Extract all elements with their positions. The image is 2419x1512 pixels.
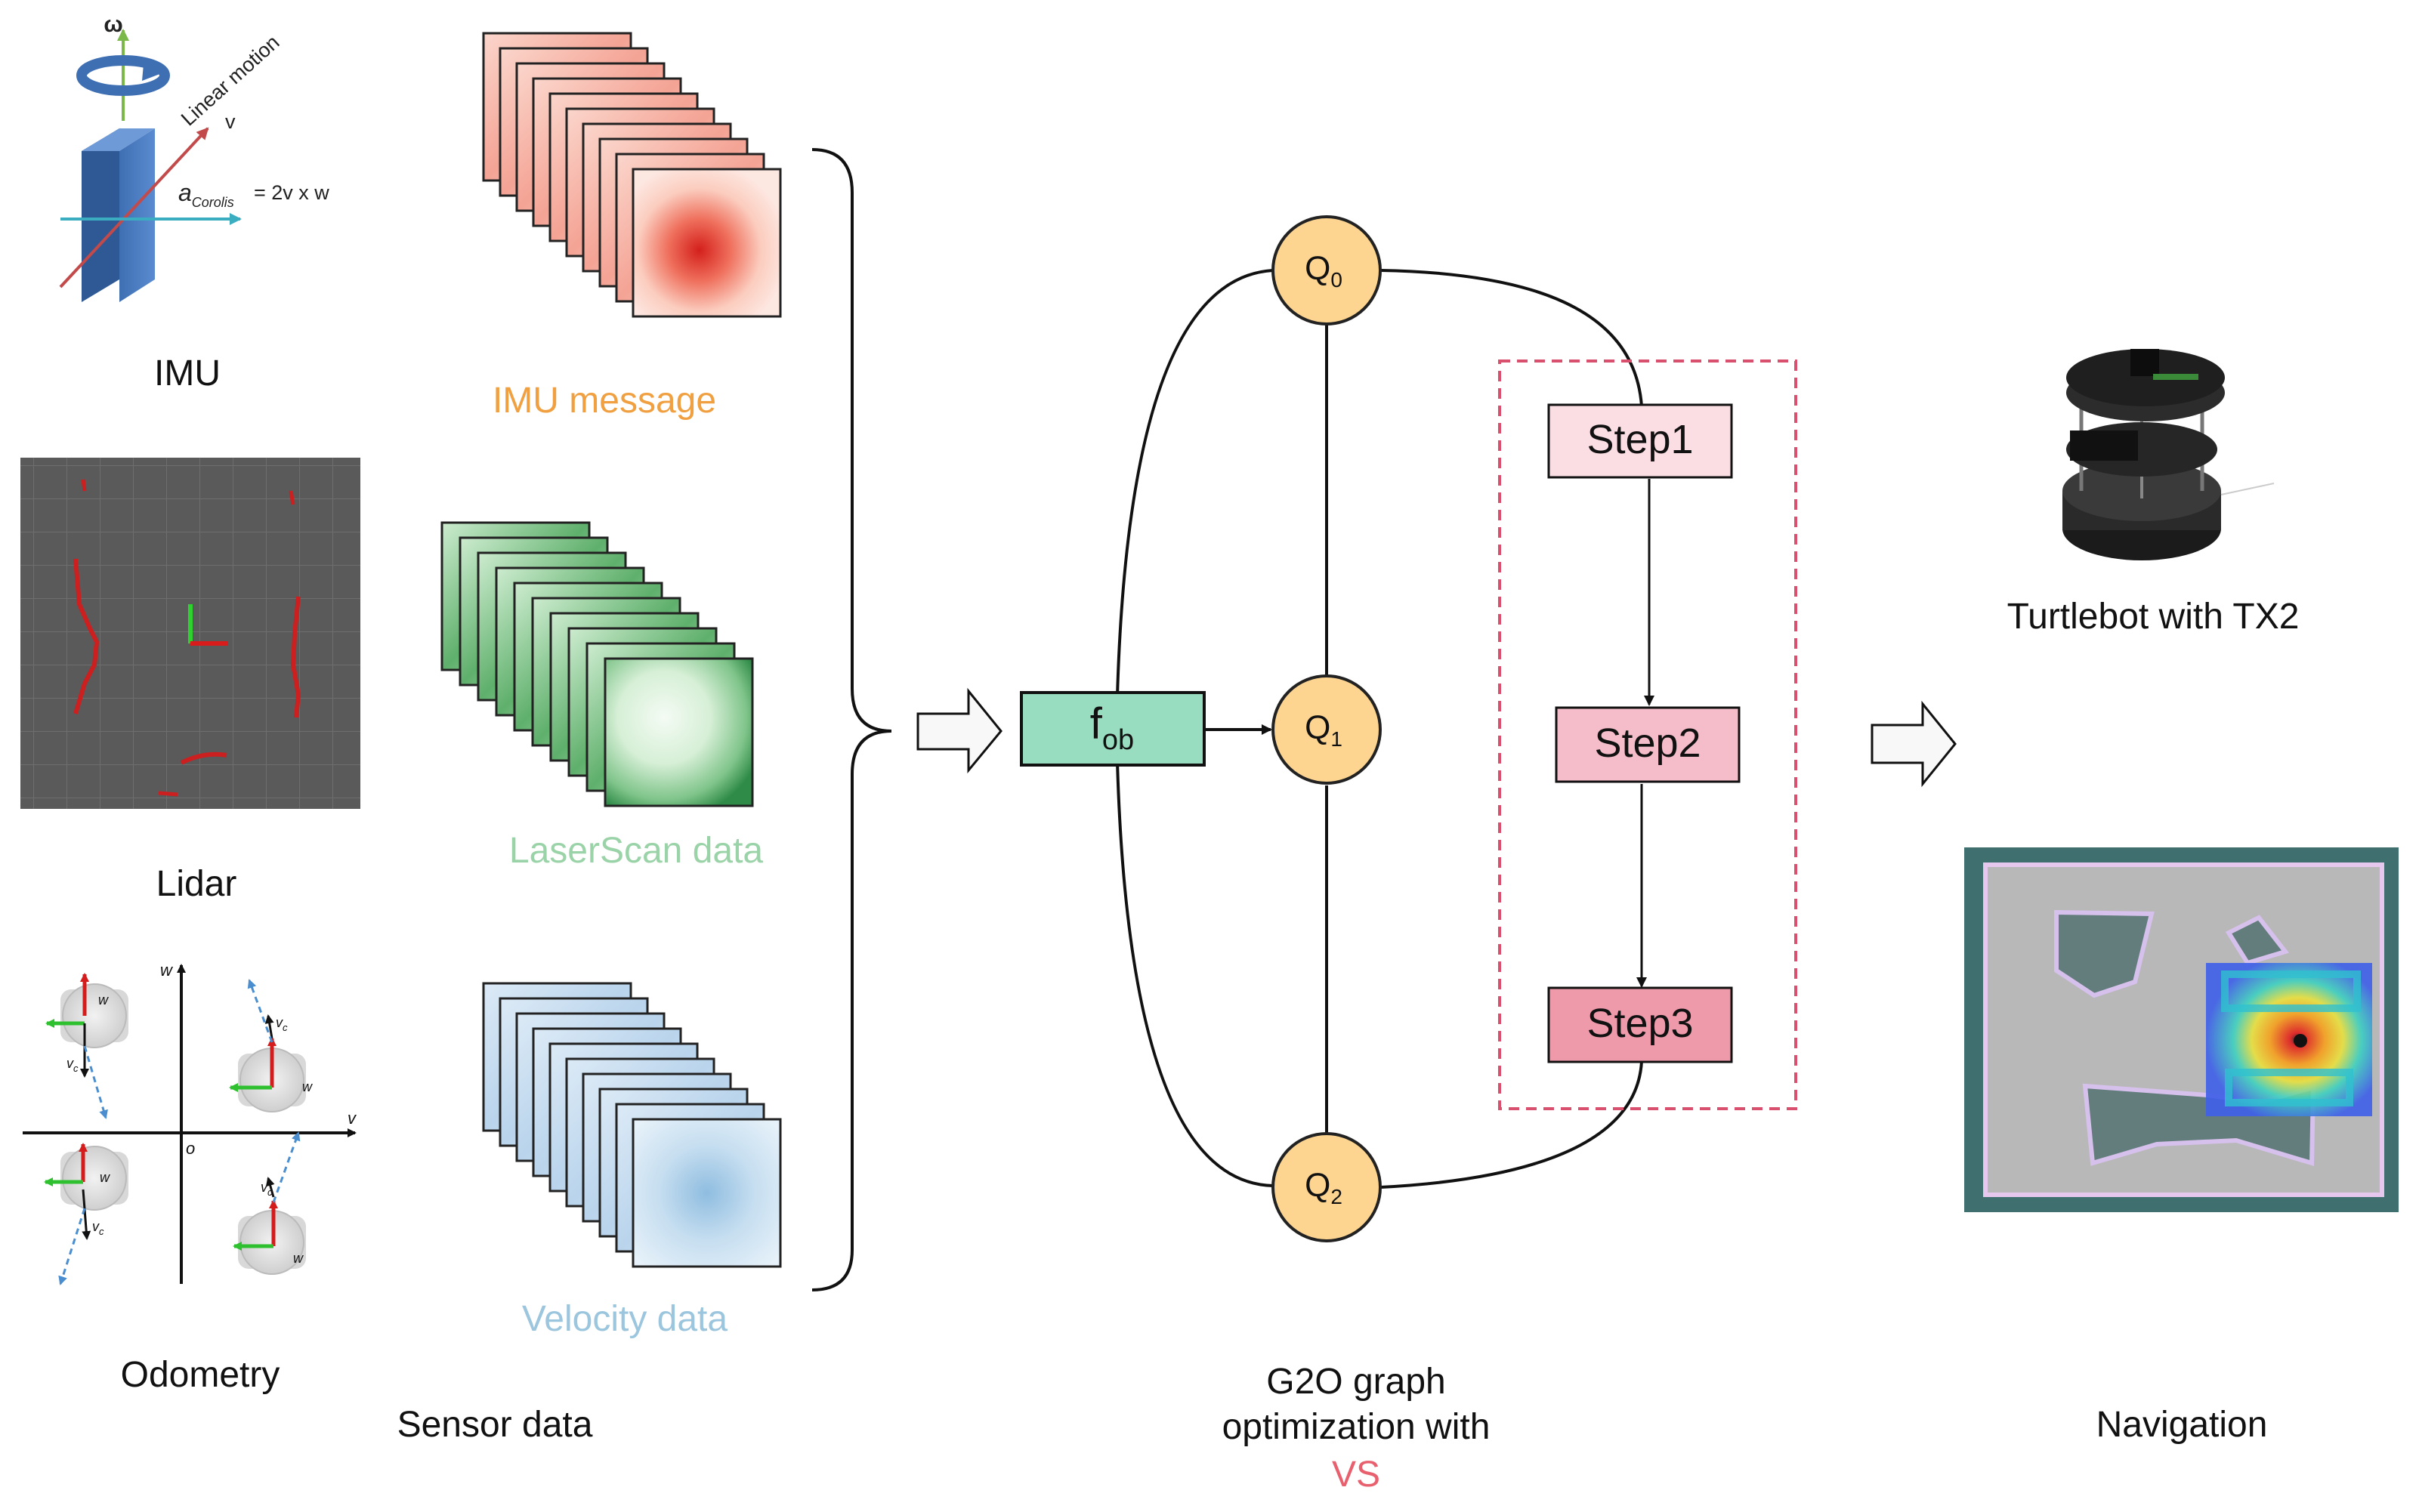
odometry-vc-label-3: vc [92,1219,104,1237]
robot-quadrant-1: w vc [229,979,313,1112]
linear-motion-arrow [59,127,209,289]
q2-label: Q2 [1305,1167,1342,1208]
imu-heatmap-frame [632,168,782,318]
q1-label: Q1 [1305,709,1342,751]
laser-heatmap-frame [604,657,754,807]
robot-quadrant-3: w vc [44,1143,128,1285]
coriolis-subscript: Corolis [192,195,234,210]
flow-arrow-to-navigation [1871,700,1957,788]
lidar-scan-dot [158,791,178,797]
odometry-vc-label: vc [66,1056,79,1074]
lidar-scan-right [290,596,301,718]
lidar-scan-image [20,458,360,809]
velocity-stack [482,982,782,1268]
step1-node [1547,403,1733,479]
odometry-axis-w-label: w [160,961,174,980]
navigation-map [1964,847,2399,1212]
f-ob-node [1020,691,1206,767]
robot-quadrant-2: w vc [45,973,128,1119]
odometry-vc-label-2: vc [276,1015,288,1033]
edge-q0-step1 [1379,269,1643,407]
q0-label: Q0 [1305,250,1342,292]
step1-label: Step1 [1586,417,1693,462]
sensor-data-caption: Sensor data [397,1405,593,1445]
laserscan-label: LaserScan data [509,831,764,871]
velocity-label: Velocity data [522,1299,728,1339]
imu-illustration: ω Linear motion v aCorolis = 2v x w [59,12,329,302]
lidar-scan-tick-b [289,490,295,505]
step3-node [1547,986,1733,1063]
robot-position-icon [2294,1034,2307,1048]
odometry-wheel-w-label-2: w [302,1079,313,1094]
imu-message-stack [482,32,782,318]
map-obstacle-1 [2054,909,2155,998]
graph-caption-vs: VS [1332,1455,1380,1495]
odometry-illustration: w v o w vc w vc [23,961,357,1285]
odometry-wheel-w-label: w [98,992,109,1007]
step2-node [1555,706,1741,783]
flow-arrow-to-graph [916,687,1003,774]
imu-block-top [82,128,155,151]
q0-node [1271,215,1382,326]
turtlebot-label: Turtlebot with TX2 [2007,597,2300,637]
lidar-scan-bottom [180,751,227,765]
laserscan-stack [440,521,754,807]
graph-caption-line2: optimization with [1222,1407,1491,1447]
odometry-wheel-w-label-4: w [293,1251,304,1266]
rotation-arrow-head-icon [142,64,162,81]
lidar-scan-tick-a [81,479,87,492]
imu-label: IMU [154,353,221,393]
robot-quadrant-4: w vc [233,1131,306,1275]
grouping-brace [811,148,892,1291]
velocity-heatmap-frame [632,1118,782,1268]
coriolis-equation: = 2v x w [254,181,329,204]
lidar-label: Lidar [156,864,237,904]
step2-label: Step2 [1594,721,1701,766]
velocity-symbol: v [225,110,236,133]
map-obstacle-2 [2225,915,2290,966]
q2-node [1271,1132,1382,1242]
graph-caption-line1: G2O graph [1266,1362,1445,1402]
odometry-wheel-w-label-3: w [100,1170,110,1185]
vs-dashed-box [1498,359,1797,1110]
costmap-heat [2206,963,2372,1116]
coriolis-symbol: aCorolis [178,179,234,210]
lidar-scan-left [73,558,100,714]
turtlebot-image [2062,349,2275,560]
g2o-graph: fob Q0 Q1 Q2 Step1 Step2 Step3 [1020,215,1797,1242]
rotation-arrow-icon [76,55,170,96]
imu-block-front [119,128,155,302]
odometry-vc-label-4: vc [261,1180,273,1198]
odometry-axis-v-label: v [348,1109,357,1128]
imu-message-label: IMU message [493,381,716,421]
edge-step3-q2 [1379,1060,1643,1189]
step3-label: Step3 [1586,1001,1693,1046]
q1-node [1271,674,1382,785]
odometry-origin-label: o [186,1139,195,1158]
f-ob-label: fob [1090,699,1134,756]
omega-label: ω [103,12,122,37]
imu-block-side [82,128,119,302]
navigation-caption: Navigation [2096,1405,2268,1445]
odometry-label: Odometry [121,1355,280,1395]
